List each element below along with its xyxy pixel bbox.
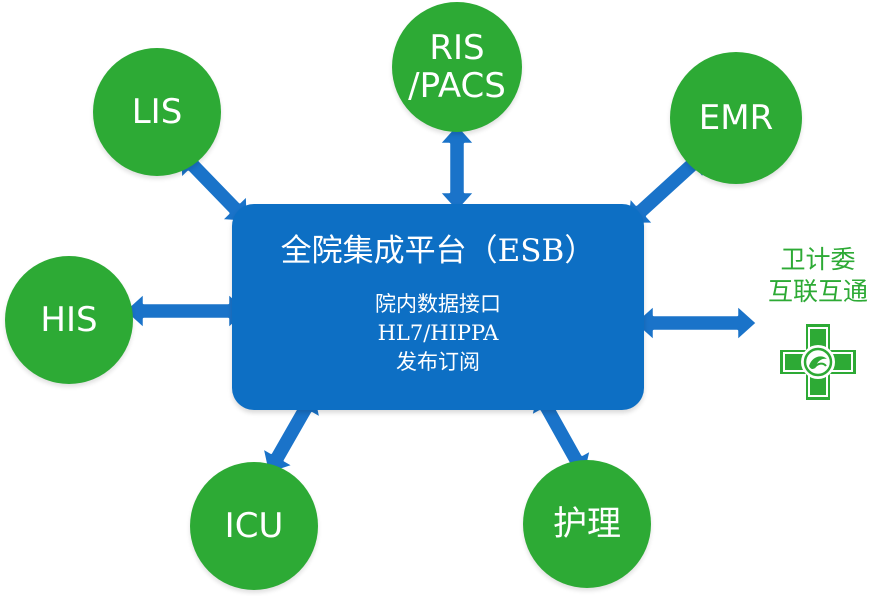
- his-label: HIS: [40, 300, 98, 340]
- icu-node: ICU: [190, 462, 318, 590]
- lis-label: LIS: [131, 92, 183, 132]
- arrow-his-hub: [122, 291, 250, 331]
- emr-label: EMR: [698, 98, 774, 138]
- emr-node: EMR: [670, 52, 802, 184]
- icu-label: ICU: [224, 506, 284, 546]
- his-node: HIS: [5, 256, 133, 384]
- hub-line-pubsub: 发布订阅: [396, 350, 480, 374]
- lis-node: LIS: [93, 48, 221, 176]
- health-commission-label: 卫计委 互联互通: [758, 244, 878, 308]
- gov-label-line1: 卫计委: [780, 245, 856, 274]
- health-commission-emblem-icon: [780, 324, 856, 400]
- nursing-node: 护理: [523, 460, 651, 588]
- gov-label-line2: 互联互通: [767, 277, 868, 306]
- hub-details: 院内数据接口 HL7/HIPPA 发布订阅: [232, 290, 644, 377]
- arrow-ris-hub: [437, 122, 477, 214]
- arrow-hub-external: [632, 303, 759, 343]
- ris-pacs-node: RIS /PACS: [392, 2, 522, 132]
- hub-title: 全院集成平台（ESB）: [280, 233, 596, 269]
- ris-pacs-label: RIS /PACS: [408, 28, 506, 106]
- hub-line-standards: HL7/HIPPA: [377, 321, 499, 345]
- esb-platform-hub: 全院集成平台（ESB） 院内数据接口 HL7/HIPPA 发布订阅: [232, 204, 644, 410]
- nursing-label: 护理: [553, 504, 621, 544]
- hub-line-interfaces: 院内数据接口: [375, 292, 501, 316]
